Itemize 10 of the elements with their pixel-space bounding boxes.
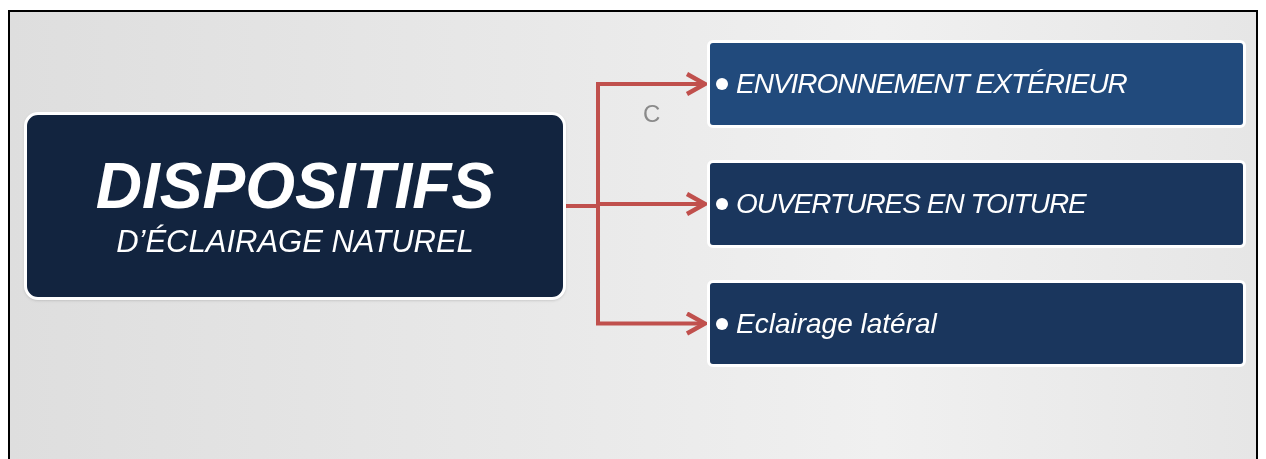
category-text: Eclairage latéral bbox=[736, 306, 937, 341]
category-text: OUVERTURES EN TOITURE bbox=[736, 187, 1086, 221]
category-box bbox=[707, 160, 1246, 248]
subtitle-text: D’ÉCLAIRAGE NATUREL bbox=[116, 223, 474, 261]
faint-letter: C bbox=[643, 99, 661, 129]
category-box bbox=[707, 40, 1246, 128]
category-box bbox=[707, 280, 1246, 367]
title-text: DISPOSITIFS bbox=[95, 150, 495, 222]
category-text: ENVIRONNEMENT EXTÉRIEUR bbox=[736, 67, 1127, 101]
title-box bbox=[24, 112, 566, 300]
